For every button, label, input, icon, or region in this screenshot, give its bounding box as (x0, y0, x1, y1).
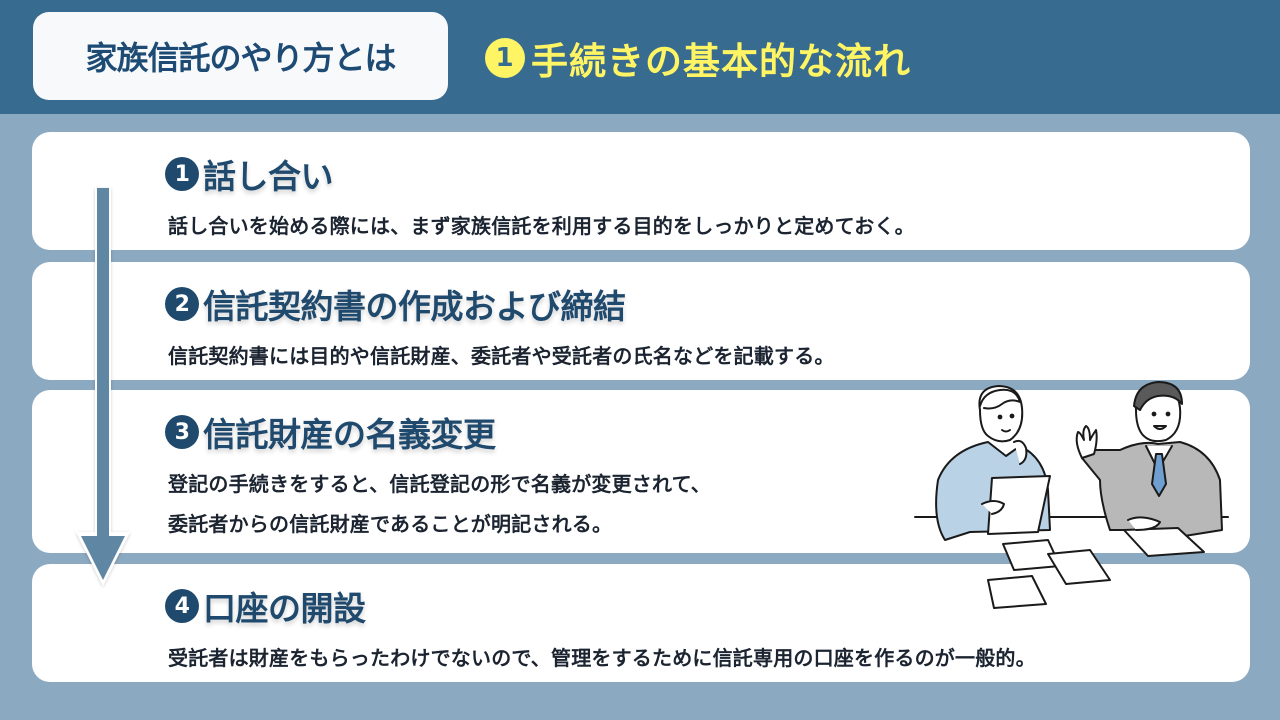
step-title-text: 話し合い (203, 157, 334, 196)
step-description-line: 話し合いを始める際には、まず家族信託を利用する目的をしっかりと定めておく。 (168, 214, 915, 238)
step-description-line: 委託者からの信託財産であることが明記される。 (168, 512, 613, 536)
title-number-badge: 1 (485, 38, 525, 78)
right-person-tie (1151, 453, 1167, 497)
table-document (987, 575, 1047, 609)
table-document (1047, 549, 1111, 585)
step-number-badge: 3 (165, 415, 199, 449)
step-description-line: 信託契約書には目的や信託財産、委託者や受託者の氏名などを記載する。 (168, 344, 835, 368)
title-text: 手続きの基本的な流れ (531, 40, 911, 83)
step-title-text: 信託財産の名義変更 (203, 415, 496, 454)
down-arrow-icon (76, 188, 130, 586)
step-title-text: 信託契約書の作成および締結 (203, 287, 626, 326)
step-card-3: 3 信託財産の名義変更 登記の手続きをすると、信託登記の形で名義が変更されて、 … (32, 390, 1250, 553)
step-title-text: 口座の開設 (203, 589, 366, 628)
step-number-badge: 1 (165, 157, 199, 191)
step-title: 1 話し合い (165, 150, 334, 198)
step-description: 信託契約書には目的や信託財産、委託者や受託者の氏名などを記載する。 (168, 336, 835, 376)
step-card-2: 2 信託契約書の作成および締結 信託契約書には目的や信託財産、委託者や受託者の氏… (32, 262, 1250, 380)
meeting-illustration (914, 381, 1229, 609)
step-title: 2 信託契約書の作成および締結 (165, 280, 626, 328)
step-title: 3 信託財産の名義変更 (165, 408, 496, 456)
header-bar: 家族信託のやり方とは 1 手続きの基本的な流れ (0, 0, 1280, 114)
step-number-badge: 4 (165, 589, 199, 623)
step-description: 登記の手続きをすると、信託登記の形で名義が変更されて、 委託者からの信託財産であ… (168, 464, 711, 544)
step-title: 4 口座の開設 (165, 582, 366, 630)
step-description: 受託者は財産をもらったわけでないので、管理をするために信託専用の口座を作るのが一… (168, 638, 1036, 678)
step-card-4: 4 口座の開設 受託者は財産をもらったわけでないので、管理をするために信託専用の… (32, 564, 1250, 682)
step-description: 話し合いを始める際には、まず家族信託を利用する目的をしっかりと定めておく。 (168, 206, 915, 246)
header-badge-label: 家族信託のやり方とは (85, 39, 396, 77)
table-document-right (1123, 527, 1205, 557)
right-person-suit (1081, 441, 1223, 539)
header-badge: 家族信託のやり方とは (33, 12, 448, 100)
step-number-badge: 2 (165, 287, 199, 321)
step-card-1: 1 話し合い 話し合いを始める際には、まず家族信託を利用する目的をしっかりと定め… (32, 132, 1250, 250)
step-description-line: 受託者は財産をもらったわけでないので、管理をするために信託専用の口座を作るのが一… (168, 646, 1036, 670)
held-document (987, 475, 1051, 535)
page-title: 1 手続きの基本的な流れ (485, 28, 911, 88)
step-description-line: 登記の手続きをすると、信託登記の形で名義が変更されて、 (168, 472, 711, 496)
